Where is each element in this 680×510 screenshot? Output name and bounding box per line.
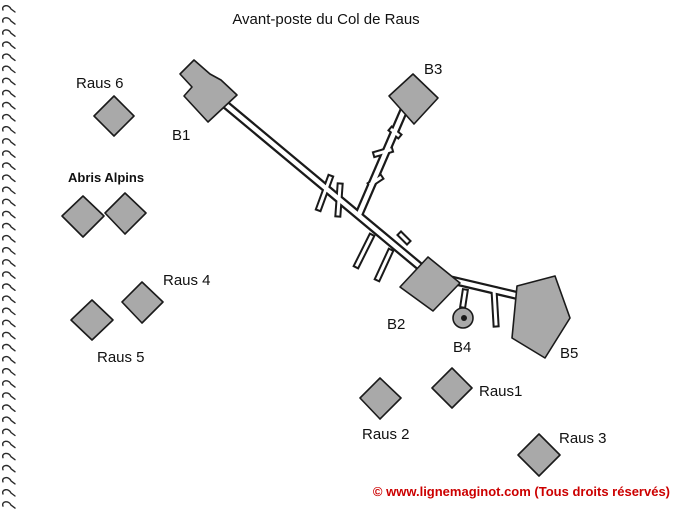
spiral-coil bbox=[1, 53, 16, 62]
spiral-coil bbox=[1, 77, 16, 86]
shelter-abris-right bbox=[104, 192, 147, 235]
label-raus3: Raus 3 bbox=[559, 430, 607, 447]
block-b2 bbox=[399, 256, 461, 312]
shelter-raus1 bbox=[431, 367, 473, 409]
spiral-coil bbox=[1, 162, 16, 170]
spiral-coil bbox=[1, 283, 16, 291]
tunnel-network bbox=[213, 93, 521, 328]
spiral-coil bbox=[1, 126, 16, 134]
label-b1: B1 bbox=[172, 127, 190, 144]
spiral-coil bbox=[1, 210, 16, 219]
spiral-coil bbox=[1, 368, 16, 376]
shelter-raus5 bbox=[70, 299, 114, 341]
spiral-coil bbox=[1, 501, 16, 509]
shelter-raus6 bbox=[93, 95, 135, 137]
label-raus2: Raus 2 bbox=[362, 426, 410, 443]
copyright-notice: © www.lignemaginot.com (Tous droits rése… bbox=[373, 484, 670, 499]
spiral-binding bbox=[1, 5, 16, 509]
spiral-coil bbox=[1, 174, 16, 183]
spiral-coil bbox=[1, 489, 16, 497]
tunnel-outer bbox=[213, 93, 521, 328]
spiral-coil bbox=[1, 452, 16, 461]
tunnel-inner bbox=[216, 96, 518, 326]
spiral-coil bbox=[1, 234, 16, 243]
label-b3: B3 bbox=[424, 61, 442, 78]
label-raus1: Raus1 bbox=[479, 383, 522, 400]
shelter-raus4 bbox=[121, 281, 164, 324]
label-raus6: Raus 6 bbox=[76, 75, 124, 92]
spiral-coil bbox=[1, 222, 16, 231]
diagram-title: Avant-poste du Col de Raus bbox=[232, 11, 419, 28]
shelter-raus3 bbox=[517, 433, 561, 477]
spiral-coil bbox=[1, 380, 16, 388]
spiral-coil bbox=[1, 198, 16, 207]
label-b4: B4 bbox=[453, 339, 471, 356]
block-b3 bbox=[388, 73, 439, 125]
spiral-coil bbox=[1, 150, 16, 158]
spiral-coil bbox=[1, 186, 16, 195]
spiral-coil bbox=[1, 247, 16, 255]
block-b5 bbox=[511, 275, 571, 359]
spiral-coil bbox=[1, 355, 16, 364]
label-b5: B5 bbox=[560, 345, 578, 362]
label-abris-alpins: Abris Alpins bbox=[68, 170, 144, 185]
spiral-coil bbox=[1, 440, 16, 449]
spiral-coil bbox=[1, 5, 16, 13]
spiral-coil bbox=[1, 392, 16, 400]
label-raus5: Raus 5 bbox=[97, 349, 145, 366]
spiral-coil bbox=[1, 138, 16, 146]
spiral-coil bbox=[1, 319, 16, 328]
spiral-coil bbox=[1, 101, 16, 110]
spiral-coil bbox=[1, 89, 16, 98]
block-b1 bbox=[179, 59, 238, 123]
spiral-coil bbox=[1, 65, 16, 74]
spiral-coil bbox=[1, 17, 16, 25]
spiral-coil bbox=[1, 464, 16, 473]
spiral-coil bbox=[1, 416, 16, 425]
spiral-coil bbox=[1, 259, 16, 267]
spiral-coil bbox=[1, 271, 16, 279]
spiral-coil bbox=[1, 307, 16, 316]
spiral-coil bbox=[1, 404, 16, 412]
spiral-coil bbox=[1, 476, 16, 485]
shelter-raus2 bbox=[359, 377, 402, 420]
spiral-coil bbox=[1, 428, 16, 437]
spiral-coil bbox=[1, 41, 16, 49]
spiral-coil bbox=[1, 295, 16, 304]
spiral-coil bbox=[1, 113, 16, 122]
label-raus4: Raus 4 bbox=[163, 272, 211, 289]
label-b2: B2 bbox=[387, 316, 405, 333]
spiral-coil bbox=[1, 343, 16, 352]
block-b4-centre-dot bbox=[461, 315, 467, 321]
spiral-coil bbox=[1, 331, 16, 340]
spiral-coil bbox=[1, 29, 16, 37]
shelter-abris-left bbox=[61, 195, 105, 238]
